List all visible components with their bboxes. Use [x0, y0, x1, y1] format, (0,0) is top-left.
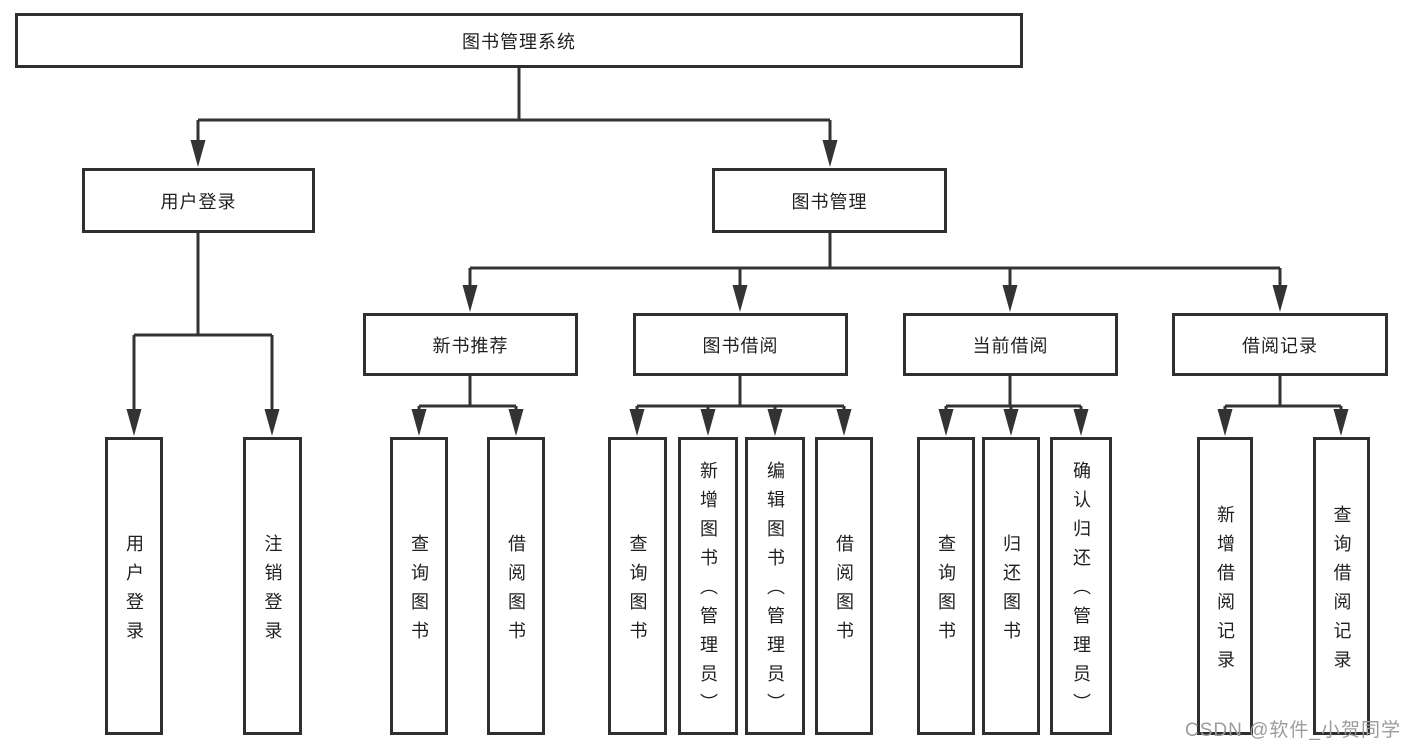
- arrow-down-icon: [126, 409, 142, 436]
- node-new-book-recommendation: 新书推荐: [363, 313, 578, 376]
- leaf-return-book: 归还图书: [982, 437, 1040, 735]
- leaf-edit-book-admin: 编辑图书（管理员）: [745, 437, 805, 735]
- leaf-label: 归还图书: [1001, 533, 1021, 650]
- arrow-down-icon: [836, 409, 852, 436]
- leaf-label: 查询借阅记录: [1331, 504, 1352, 679]
- arrow-down-icon: [629, 409, 645, 436]
- leaf-confirm-return-admin: 确认归还（管理员）: [1050, 437, 1112, 735]
- leaf-label: 注销登录: [262, 533, 283, 650]
- node-book-management: 图书管理: [712, 168, 947, 233]
- edge-mgmt-to-level3: [468, 233, 1282, 287]
- edge-records-to-children: [1223, 376, 1343, 411]
- node-library-management-system: 图书管理系统: [15, 13, 1023, 68]
- edge-newbook-to-children: [417, 376, 518, 411]
- leaf-user-login: 用户登录: [105, 437, 163, 735]
- leaf-label: 借阅图书: [834, 533, 854, 650]
- arrow-down-icon: [767, 409, 783, 436]
- arrow-down-icon: [190, 140, 206, 167]
- leaf-query-borrow-record: 查询借阅记录: [1313, 437, 1370, 735]
- node-current-borrowing: 当前借阅: [903, 313, 1118, 376]
- edge-borrowing-to-children: [635, 376, 846, 411]
- leaf-label: 用户登录: [124, 533, 144, 650]
- leaf-add-book-admin: 新增图书（管理员）: [678, 437, 738, 735]
- arrow-down-icon: [1272, 285, 1288, 312]
- leaf-query-books: 查询图书: [390, 437, 448, 735]
- node-borrowing-records: 借阅记录: [1172, 313, 1388, 376]
- leaf-label: 新增图书（管理员）: [698, 461, 718, 722]
- leaf-label: 确认归还（管理员）: [1071, 461, 1091, 722]
- arrow-down-icon: [822, 140, 838, 167]
- arrow-down-icon: [1333, 409, 1349, 436]
- leaf-label: 编辑图书（管理员）: [765, 461, 785, 722]
- arrow-down-icon: [1073, 409, 1089, 436]
- edge-login-to-children: [132, 233, 274, 411]
- node-user-login: 用户登录: [82, 168, 315, 233]
- leaf-label: 新增借阅记录: [1215, 504, 1235, 679]
- leaf-label: 查询图书: [627, 533, 648, 650]
- arrow-down-icon: [1003, 409, 1019, 436]
- arrow-down-icon: [264, 409, 280, 436]
- leaf-borrow-books: 借阅图书: [487, 437, 545, 735]
- arrowheads: [126, 140, 1349, 436]
- csdn-watermark: CSDN @软件_小贺同学: [1185, 720, 1401, 741]
- leaf-label: 查询图书: [936, 533, 956, 650]
- arrow-down-icon: [1002, 285, 1018, 312]
- leaf-logout: 注销登录: [243, 437, 302, 735]
- leaf-query-books: 查询图书: [608, 437, 667, 735]
- edge-root-to-level2: [196, 68, 832, 141]
- arrow-down-icon: [938, 409, 954, 436]
- arrow-down-icon: [462, 285, 478, 312]
- arrow-down-icon: [411, 409, 427, 436]
- arrow-down-icon: [732, 285, 748, 312]
- arrow-down-icon: [1217, 409, 1233, 436]
- arrow-down-icon: [508, 409, 524, 436]
- leaf-label: 查询图书: [409, 533, 429, 650]
- node-book-borrowing: 图书借阅: [633, 313, 848, 376]
- edge-current-to-children: [944, 376, 1083, 411]
- leaf-query-books: 查询图书: [917, 437, 975, 735]
- leaf-borrow-books: 借阅图书: [815, 437, 873, 735]
- leaf-add-borrow-record: 新增借阅记录: [1197, 437, 1253, 735]
- arrow-down-icon: [700, 409, 716, 436]
- leaf-label: 借阅图书: [506, 533, 526, 650]
